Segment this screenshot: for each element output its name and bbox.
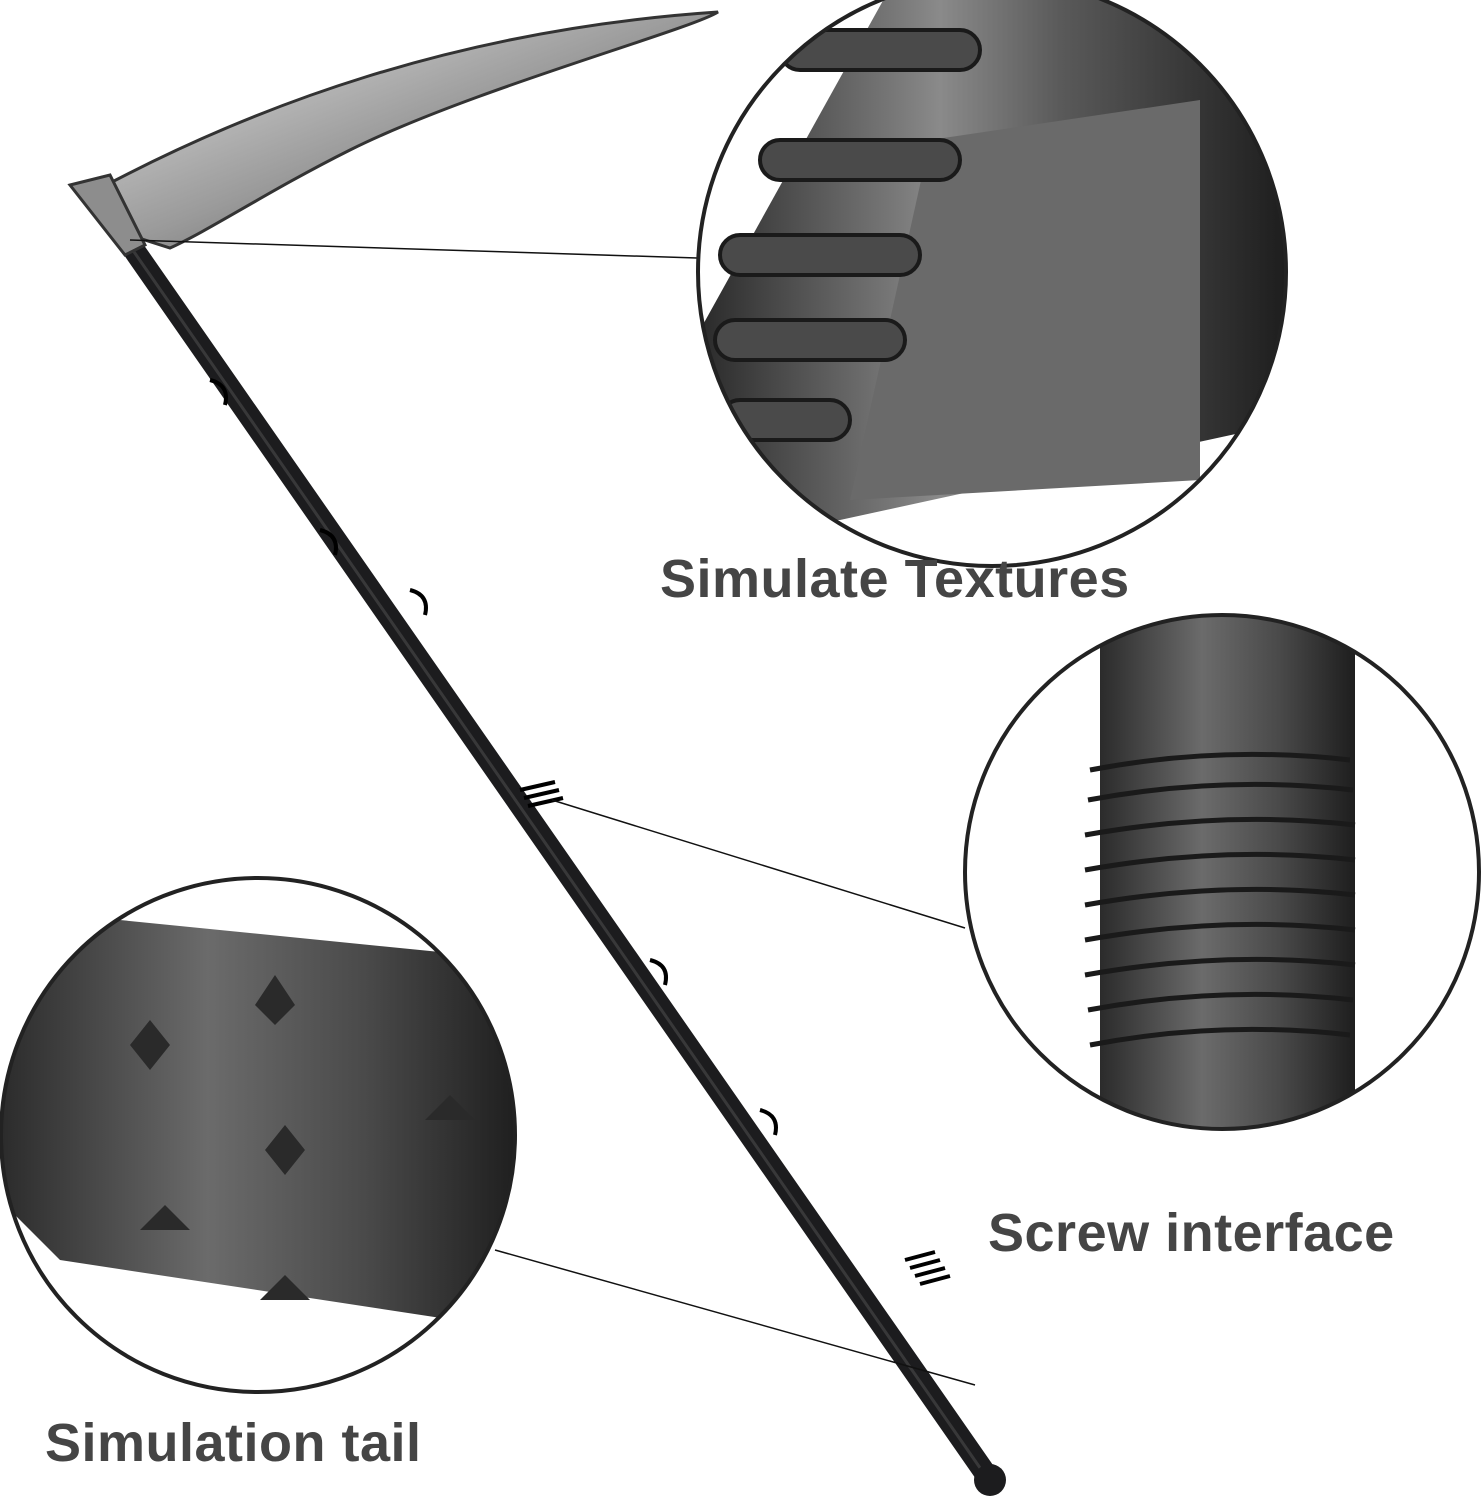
leader-line-screw [551,799,966,929]
tail-detail-circle [1,878,515,1392]
callout-label-tail: Simulation tail [45,1413,422,1473]
callout-label-textures: Simulate Textures [660,549,1130,609]
leader-line-textures [129,239,698,259]
blade [110,10,719,250]
texture-detail-circle [698,0,1286,530]
callout-label-screw: Screw interface [988,1203,1395,1263]
screw-detail-circle [965,615,1479,1129]
top-ferrule [67,173,148,257]
leader-line-tail [494,1249,976,1386]
